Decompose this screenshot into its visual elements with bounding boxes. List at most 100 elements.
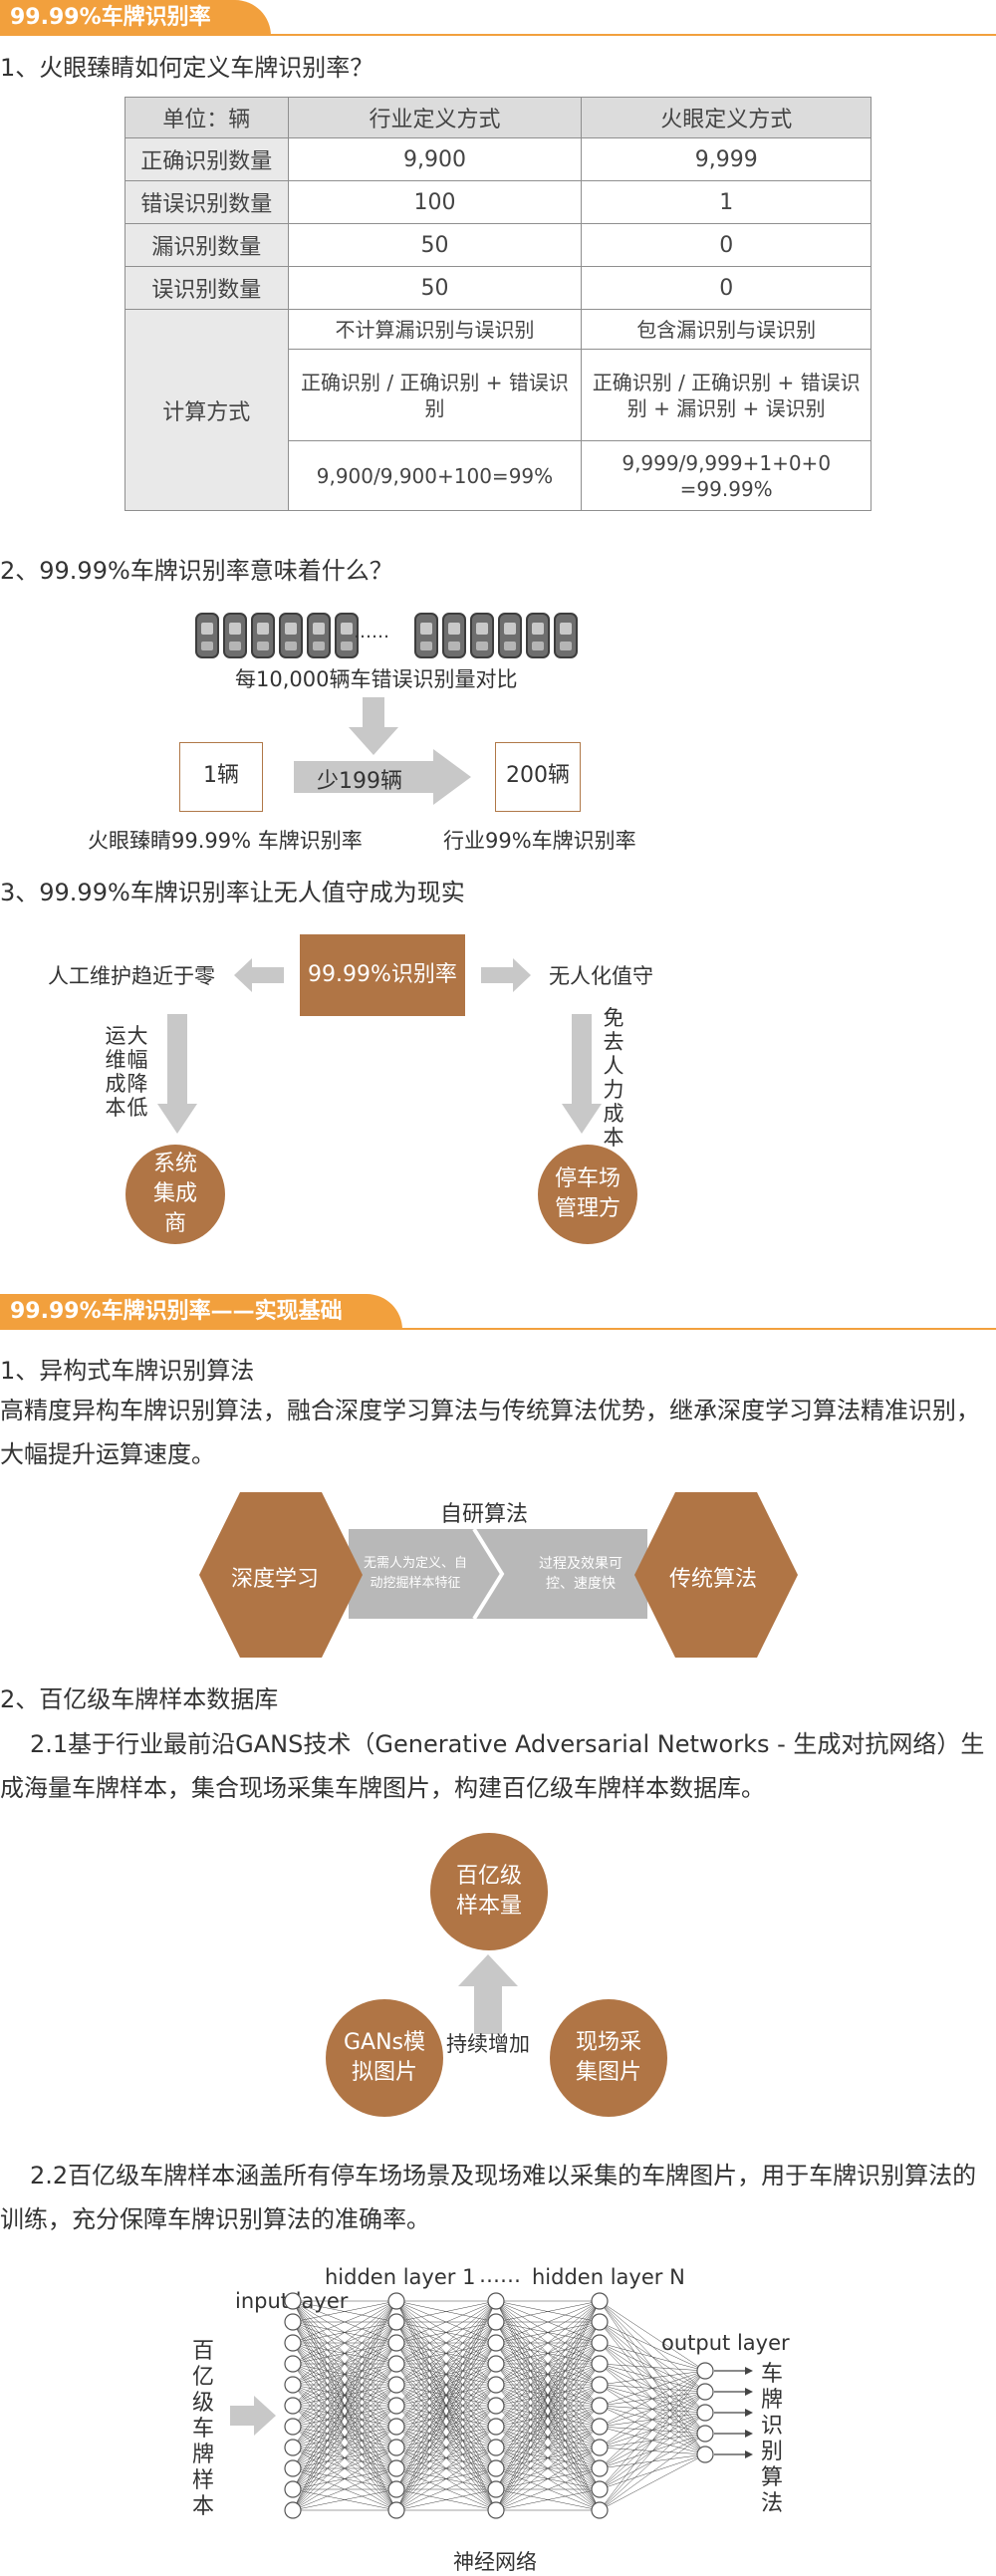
nn-node [387, 2292, 405, 2310]
circle-field: 现场采集图片 [550, 1999, 667, 2117]
nn-node [696, 2425, 714, 2443]
right-arrow-icon [294, 749, 471, 805]
table-row: 误识别数量 50 0 [124, 266, 872, 310]
nn-edge [495, 2300, 601, 2344]
table-cell: 包含漏识别与误识别 [581, 309, 872, 350]
question-1: 1、火眼臻睛如何定义车牌识别率？ [0, 54, 374, 82]
table-row: 漏识别数量 50 0 [124, 223, 872, 267]
car-icon [223, 613, 247, 658]
nn-edge [495, 2447, 601, 2511]
nn-node [284, 2376, 302, 2394]
nn-edge [292, 2300, 397, 2490]
nn-node [591, 2355, 609, 2373]
nn-node [284, 2501, 302, 2519]
nn-edge [292, 2342, 397, 2511]
nn-edge [495, 2300, 601, 2511]
left-caption: 火眼臻睛99.99% 车牌识别率 [88, 829, 363, 853]
vertical-text: 大幅降低 [126, 1024, 148, 1120]
circle-gans: GANs模拟图片 [326, 1999, 443, 2117]
nn-node [591, 2459, 609, 2477]
right-arrow-icon [230, 2396, 276, 2436]
nn-edge [495, 2300, 601, 2469]
nn-node [487, 2480, 505, 2498]
table-cell: 50 [287, 266, 583, 310]
nn-edge [495, 2488, 601, 2511]
nn-node [284, 2397, 302, 2415]
up-arrow-icon [458, 1954, 518, 2034]
nn-node [487, 2376, 505, 2394]
nn-node [696, 2446, 714, 2463]
nn-edge [495, 2300, 601, 2407]
compare-box-right: 200辆 [495, 742, 581, 812]
car-icon [526, 613, 550, 658]
nn-edge [292, 2300, 397, 2323]
nn-edge [395, 2300, 497, 2428]
nn-node [591, 2439, 609, 2456]
banner-title: 99.99%车牌识别率 [0, 0, 271, 36]
car-icon [195, 613, 219, 658]
nn-edge [599, 2370, 706, 2469]
nn-node [487, 2501, 505, 2519]
nn-node [387, 2334, 405, 2352]
banner-title: 99.99%车牌识别率——实现基础 [0, 1294, 402, 1330]
nn-edge [395, 2467, 497, 2511]
nn-edge [292, 2300, 397, 2386]
nn-edge [292, 2321, 397, 2511]
question-2: 2、99.99%车牌识别率意味着什么？ [0, 557, 393, 585]
definition-table: 单位：辆 行业定义方式 火眼定义方式 正确识别数量 9,900 9,999 错误… [124, 97, 872, 511]
arrowhead-icon [745, 2409, 753, 2417]
nn-edge [599, 2321, 706, 2372]
table-header-row: 单位：辆 行业定义方式 火眼定义方式 [124, 97, 872, 138]
table-cell: 9,999/9,999+1+0+0 =99.99% [581, 440, 872, 511]
nn-edge [395, 2300, 497, 2365]
nn-edge [495, 2342, 601, 2511]
arrowhead-icon [745, 2388, 753, 2396]
table-row: 正确识别数量 9,900 9,999 [124, 137, 872, 181]
car-icon [335, 613, 359, 658]
nn-node [284, 2355, 302, 2373]
right-text: 无人化值守 [549, 964, 653, 988]
circle-label: 百亿级样本量 [455, 1864, 522, 1919]
car-icon [251, 613, 275, 658]
table-header: 单位：辆 [124, 97, 289, 138]
nn-node [387, 2376, 405, 2394]
nn-edge [599, 2370, 706, 2490]
nn-edge [292, 2426, 397, 2511]
table-row: 正确识别 / 正确识别 + 错误识别 正确识别 / 正确识别 + 错误识别 + … [125, 349, 872, 441]
nn-edge [292, 2384, 397, 2511]
table-row: 计算方式 不计算漏识别与误识别 包含漏识别与误识别 [124, 309, 872, 511]
nn-hidden-n: hidden layer N [532, 2265, 685, 2289]
table-cell: 误识别数量 [124, 266, 289, 310]
circle-label: 现场采集图片 [575, 2030, 641, 2085]
table-cell: 0 [581, 266, 872, 310]
paragraph-gans: 2.1基于行业最前沿GANS技术（Generative Adversarial … [0, 1730, 985, 1802]
nn-node [284, 2459, 302, 2477]
hexagon-left [199, 1492, 363, 1658]
table-row: 9,900/9,900+100=99% 9,999/9,999+1+0+0 =9… [125, 440, 872, 511]
nn-edge [395, 2300, 497, 2407]
nn-caption: 神经网络 [453, 2550, 537, 2574]
nn-node [387, 2501, 405, 2519]
table-cell: 100 [287, 180, 583, 224]
nn-node [591, 2376, 609, 2394]
circle-label: 停车场管理方 [554, 1166, 621, 1221]
table-cell: 错误识别数量 [124, 180, 289, 224]
paragraph-algorithm: 高精度异构车牌识别算法，融合深度学习算法与传统算法优势，继承深度学习算法精准识别… [0, 1397, 980, 1468]
down-arrow-icon [349, 697, 398, 755]
table-cell: 正确识别 / 正确识别 + 错误识别 + 漏识别 + 误识别 [581, 349, 872, 441]
nn-node [487, 2334, 505, 2352]
banner-rule [0, 1328, 996, 1330]
nn-node [387, 2418, 405, 2436]
nn-edge [495, 2300, 601, 2323]
section-banner: 99.99%车牌识别率 [0, 0, 996, 36]
table-cell: 9,999 [581, 137, 872, 181]
algo-title: 自研算法 [440, 1502, 529, 1527]
algo-band [349, 1529, 647, 1619]
nn-edge [495, 2426, 601, 2511]
heading-algorithm: 1、异构式车牌识别算法 [0, 1357, 255, 1385]
vertical-text: 免去人力成本 [603, 1006, 624, 1150]
circle-parking: 停车场管理方 [538, 1145, 637, 1244]
car-icon [470, 613, 494, 658]
nn-node [284, 2334, 302, 2352]
nn-edge [292, 2300, 397, 2407]
